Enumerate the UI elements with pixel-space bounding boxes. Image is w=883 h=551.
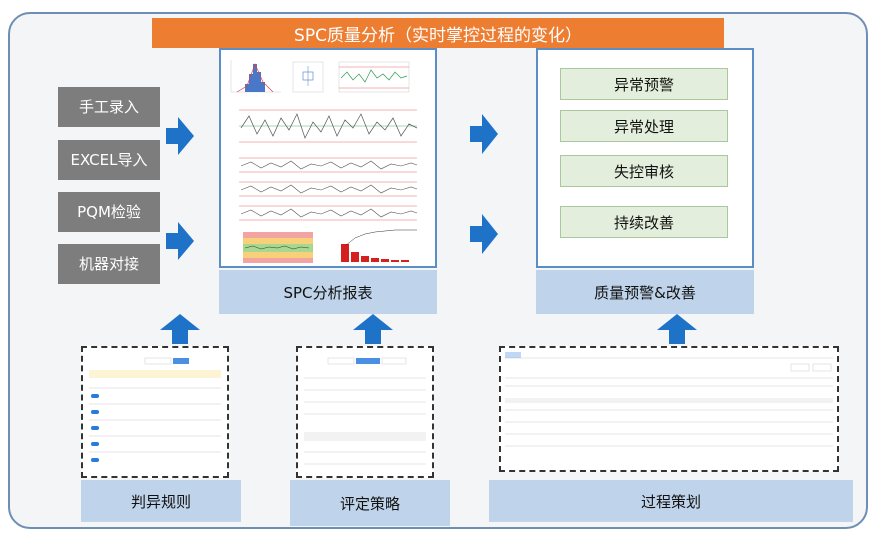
process-thumbnail — [505, 352, 833, 447]
process-screenshot — [499, 346, 839, 472]
rules-caption: 判异规则 — [81, 480, 241, 522]
input-machine-integration[interactable]: 机器对接 — [58, 244, 160, 284]
input-pqm-inspection[interactable]: PQM检验 — [58, 192, 160, 232]
input-excel-import[interactable]: EXCEL导入 — [58, 140, 160, 180]
arrow-up-icon — [353, 314, 393, 344]
rules-thumbnail — [89, 357, 221, 462]
arrow-right-icon — [470, 214, 498, 254]
strategy-screenshot — [296, 346, 434, 478]
arrow-right-icon — [470, 114, 498, 154]
abnormal-warning-box[interactable]: 异常预警 — [560, 68, 728, 100]
arrow-right-icon — [166, 222, 194, 260]
spc-report-caption: SPC分析报表 — [219, 270, 437, 314]
out-of-control-review-box[interactable]: 失控审核 — [560, 155, 728, 187]
strategy-thumbnail — [304, 357, 426, 465]
arrow-up-icon — [160, 314, 200, 344]
strategy-caption: 评定策略 — [290, 480, 450, 526]
page-title: SPC质量分析（实时掌控过程的变化） — [152, 18, 724, 48]
spc-report-preview — [219, 48, 437, 268]
arrow-right-icon — [166, 117, 194, 155]
input-manual-entry[interactable]: 手工录入 — [58, 87, 160, 127]
quality-warning-caption: 质量预警&改善 — [536, 270, 754, 314]
continuous-improvement-box[interactable]: 持续改善 — [560, 206, 728, 238]
spc-report-thumbnail — [230, 60, 418, 263]
abnormal-handling-box[interactable]: 异常处理 — [560, 110, 728, 142]
rules-screenshot — [81, 346, 229, 478]
process-caption: 过程策划 — [489, 480, 853, 522]
arrow-up-icon — [657, 314, 697, 344]
